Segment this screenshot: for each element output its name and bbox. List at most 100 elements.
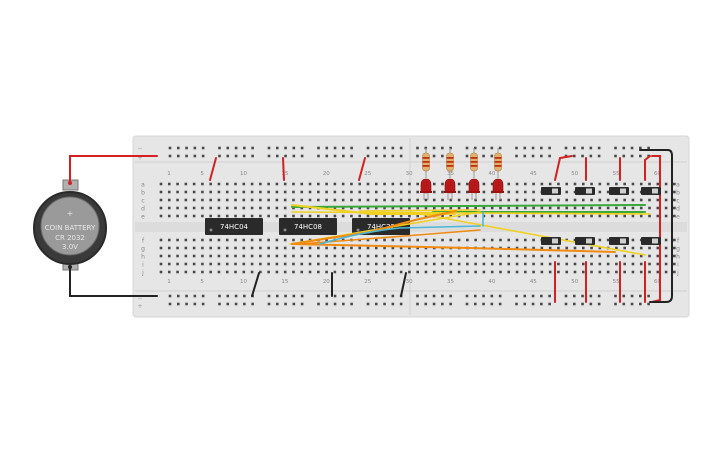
rail-hole[interactable] — [325, 154, 329, 158]
breadboard-hole[interactable] — [217, 270, 221, 274]
breadboard-hole[interactable] — [341, 190, 345, 194]
breadboard-hole[interactable] — [275, 270, 279, 274]
breadboard-hole[interactable] — [225, 198, 229, 202]
rail-hole[interactable] — [531, 154, 535, 158]
breadboard-hole[interactable] — [449, 206, 453, 210]
breadboard-hole[interactable] — [615, 198, 618, 202]
breadboard-hole[interactable] — [234, 238, 237, 242]
breadboard-hole[interactable] — [631, 238, 635, 242]
breadboard-hole[interactable] — [490, 262, 494, 266]
breadboard-hole[interactable] — [507, 270, 511, 274]
wire-yellow[interactable] — [359, 209, 481, 212]
led-with-resistor[interactable] — [492, 148, 504, 200]
breadboard-hole[interactable] — [292, 246, 295, 250]
breadboard-hole[interactable] — [639, 254, 643, 258]
rail-hole[interactable] — [465, 146, 469, 150]
rail-hole[interactable] — [465, 302, 469, 306]
rail-hole[interactable] — [639, 294, 642, 298]
breadboard-hole[interactable] — [308, 190, 312, 194]
breadboard-hole[interactable] — [317, 182, 320, 186]
breadboard-hole[interactable] — [391, 254, 395, 258]
breadboard-hole[interactable] — [259, 206, 262, 210]
breadboard-hole[interactable] — [366, 198, 370, 202]
slide-switch[interactable] — [641, 187, 661, 195]
rail-hole[interactable] — [548, 302, 551, 306]
wire-battery-positive[interactable] — [69, 155, 158, 184]
breadboard-hole[interactable] — [176, 182, 179, 186]
breadboard-hole[interactable] — [192, 214, 196, 218]
breadboard-hole[interactable] — [466, 190, 469, 194]
rail-hole[interactable] — [366, 294, 370, 298]
rail-hole[interactable] — [267, 294, 271, 298]
breadboard-hole[interactable] — [648, 206, 651, 210]
breadboard-hole[interactable] — [358, 246, 362, 250]
breadboard-hole[interactable] — [350, 270, 353, 274]
breadboard-hole[interactable] — [399, 270, 403, 274]
breadboard-hole[interactable] — [184, 198, 188, 202]
breadboard-hole[interactable] — [358, 214, 362, 218]
breadboard-hole[interactable] — [474, 262, 477, 266]
breadboard-hole[interactable] — [300, 262, 304, 266]
rail-hole[interactable] — [218, 302, 221, 306]
breadboard-hole[interactable] — [250, 182, 254, 186]
breadboard-hole[interactable] — [399, 206, 403, 210]
breadboard-hole[interactable] — [234, 198, 237, 202]
breadboard-hole[interactable] — [192, 246, 196, 250]
rail-hole[interactable] — [424, 302, 428, 306]
breadboard-hole[interactable] — [606, 270, 610, 274]
breadboard-hole[interactable] — [350, 214, 353, 218]
rail-hole[interactable] — [350, 302, 353, 306]
rail-hole[interactable] — [630, 146, 634, 150]
breadboard-hole[interactable] — [515, 270, 519, 274]
rail-hole[interactable] — [572, 146, 576, 150]
breadboard-hole[interactable] — [358, 206, 362, 210]
breadboard-hole[interactable] — [209, 206, 212, 210]
rail-hole[interactable] — [234, 302, 238, 306]
breadboard-hole[interactable] — [333, 214, 337, 218]
breadboard-hole[interactable] — [532, 270, 535, 274]
breadboard-hole[interactable] — [424, 206, 428, 210]
breadboard-hole[interactable] — [648, 198, 651, 202]
rail-hole[interactable] — [416, 154, 419, 158]
breadboard-hole[interactable] — [374, 214, 378, 218]
rail-hole[interactable] — [193, 154, 197, 158]
breadboard-hole[interactable] — [267, 238, 270, 242]
wire-yellow[interactable] — [409, 211, 646, 256]
breadboard-hole[interactable] — [631, 214, 635, 218]
rail-hole[interactable] — [581, 302, 584, 306]
breadboard-hole[interactable] — [623, 198, 626, 202]
breadboard-hole[interactable] — [524, 270, 527, 274]
breadboard-hole[interactable] — [317, 190, 320, 194]
breadboard-hole[interactable] — [557, 254, 560, 258]
breadboard-hole[interactable] — [606, 254, 610, 258]
breadboard-hole[interactable] — [565, 262, 569, 266]
rail-hole[interactable] — [251, 146, 254, 150]
slide-switch[interactable] — [575, 237, 595, 245]
rail-hole[interactable] — [572, 302, 576, 306]
breadboard-hole[interactable] — [540, 262, 544, 266]
breadboard-hole[interactable] — [615, 182, 618, 186]
breadboard-hole[interactable] — [565, 254, 569, 258]
rail-hole[interactable] — [243, 154, 246, 158]
breadboard-hole[interactable] — [490, 198, 494, 202]
rail-hole[interactable] — [432, 294, 436, 298]
breadboard-hole[interactable] — [590, 270, 593, 274]
rail-hole[interactable] — [300, 294, 304, 298]
breadboard-hole[interactable] — [242, 254, 246, 258]
breadboard-hole[interactable] — [176, 198, 179, 202]
breadboard-hole[interactable] — [540, 270, 544, 274]
breadboard-hole[interactable] — [234, 246, 237, 250]
breadboard-hole[interactable] — [499, 270, 502, 274]
breadboard-hole[interactable] — [548, 182, 552, 186]
rail-hole[interactable] — [523, 294, 527, 298]
breadboard-hole[interactable] — [664, 254, 668, 258]
breadboard-hole[interactable] — [656, 254, 660, 258]
breadboard-hole[interactable] — [581, 182, 585, 186]
breadboard-hole[interactable] — [507, 246, 511, 250]
breadboard-hole[interactable] — [598, 182, 602, 186]
breadboard-hole[interactable] — [664, 214, 668, 218]
breadboard-hole[interactable] — [565, 190, 569, 194]
breadboard-hole[interactable] — [664, 182, 668, 186]
breadboard-hole[interactable] — [325, 246, 328, 250]
breadboard-hole[interactable] — [383, 206, 386, 210]
